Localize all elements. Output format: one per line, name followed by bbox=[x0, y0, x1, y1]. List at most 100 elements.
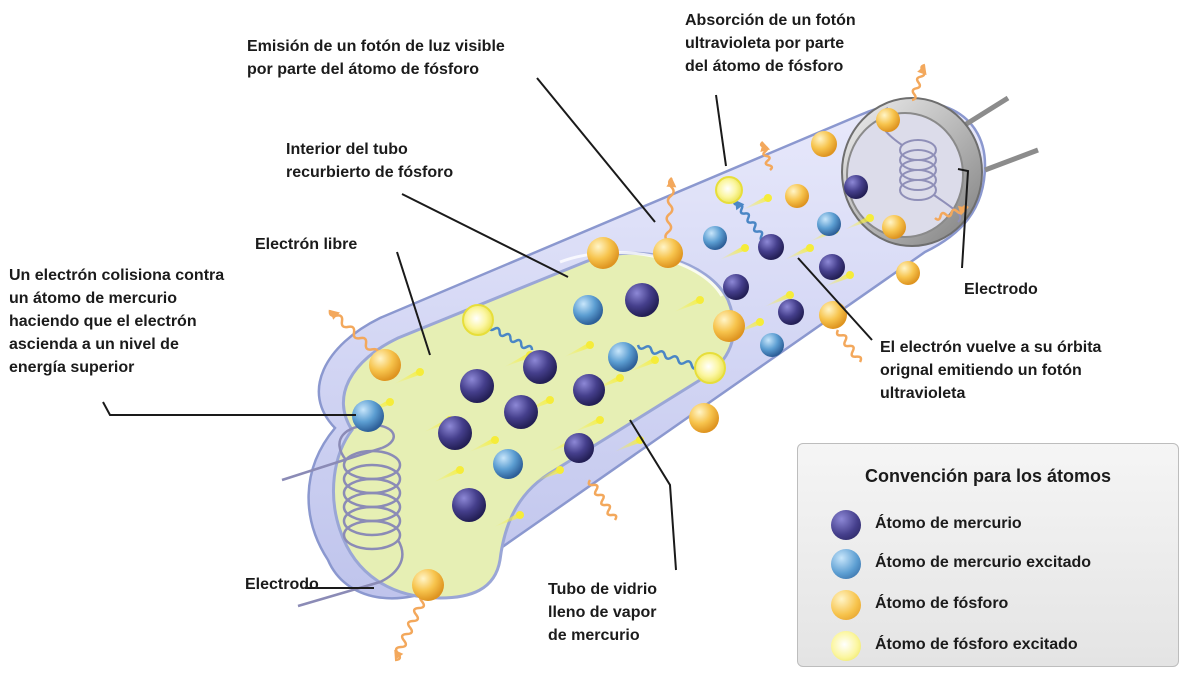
phosphor-atom bbox=[882, 215, 906, 239]
electron-beam bbox=[674, 297, 702, 312]
electron bbox=[806, 244, 814, 252]
electron bbox=[616, 374, 624, 382]
phosphor-atom bbox=[876, 108, 900, 132]
photon-wave bbox=[835, 329, 863, 363]
label-line: Interior del tubo bbox=[286, 141, 408, 158]
electron-beam bbox=[494, 512, 522, 527]
phosphor-atom bbox=[713, 310, 745, 342]
photon-arrow bbox=[760, 142, 771, 152]
electron bbox=[516, 511, 524, 519]
electron-beam bbox=[764, 292, 792, 307]
excited-mercury-atom-icon bbox=[831, 549, 861, 579]
right-end-cap bbox=[841, 95, 1039, 247]
electron bbox=[386, 398, 394, 406]
label-line: Tubo de vidrio bbox=[548, 581, 658, 598]
electron bbox=[651, 356, 659, 364]
label-line: haciendo que el electrón bbox=[9, 313, 197, 330]
excited-mercury-atom bbox=[760, 333, 784, 357]
phosphor-atom-icon bbox=[831, 590, 861, 620]
excited-mercury-atom bbox=[703, 226, 727, 250]
electron bbox=[491, 436, 499, 444]
photon-arrow bbox=[735, 200, 745, 211]
phosphor-atom bbox=[412, 569, 444, 601]
mercury-atom bbox=[523, 350, 557, 384]
electron-beam bbox=[784, 245, 812, 260]
electron bbox=[456, 466, 464, 474]
label-electron-libre: Electrón libre bbox=[255, 233, 357, 256]
legend-item-label: Átomo de fósforo excitado bbox=[875, 636, 1078, 653]
label-line: un átomo de mercurio bbox=[9, 290, 178, 307]
label-orbita: El electrón vuelve a su órbita orignal em… bbox=[880, 336, 1101, 405]
mercury-atom bbox=[564, 433, 594, 463]
label-line: Un electrón colisiona contra bbox=[9, 267, 225, 284]
label-line: Emisión de un fotón de luz visible bbox=[247, 38, 505, 55]
excited-mercury-atom bbox=[573, 295, 603, 325]
electron bbox=[596, 416, 604, 424]
excited-phosphor-atom bbox=[715, 176, 743, 204]
mercury-atom bbox=[758, 234, 784, 260]
excited-phosphor-atom bbox=[694, 352, 726, 384]
label-line: lleno de vapor bbox=[548, 604, 657, 621]
electron-beam bbox=[564, 342, 592, 357]
electron-beam bbox=[434, 467, 462, 482]
photon-arrow bbox=[394, 649, 404, 660]
phosphor-atom bbox=[896, 261, 920, 285]
electron bbox=[741, 244, 749, 252]
label-line: del átomo de fósforo bbox=[685, 58, 844, 75]
legend-title: Convención para los átomos bbox=[864, 466, 1112, 486]
label-line: Electrón libre bbox=[255, 236, 358, 253]
electron bbox=[786, 291, 794, 299]
legend-item-label: Átomo de mercurio bbox=[875, 515, 1022, 532]
photon-arrow bbox=[330, 310, 340, 320]
legend-item-label: Átomo de mercurio excitado bbox=[875, 554, 1092, 571]
electron-beam bbox=[574, 417, 602, 432]
label-line: por parte del átomo de fósforo bbox=[247, 61, 480, 78]
electron-beam bbox=[824, 272, 852, 287]
excited-phosphor-atom-icon bbox=[831, 631, 861, 661]
mercury-atom bbox=[460, 369, 494, 403]
electron-beam bbox=[504, 352, 532, 367]
mercury-atom bbox=[438, 416, 472, 450]
label-line: Absorción de un fotón bbox=[685, 12, 856, 29]
leader-lines bbox=[102, 77, 970, 589]
electron bbox=[696, 296, 704, 304]
label-colision: Un electrón colisiona contra un átomo de … bbox=[9, 264, 224, 379]
electron bbox=[846, 271, 854, 279]
excited-mercury-atom bbox=[493, 449, 523, 479]
phosphor-atom bbox=[811, 131, 837, 157]
electron bbox=[586, 341, 594, 349]
photon-wave bbox=[394, 593, 426, 662]
excited-mercury-atom bbox=[608, 342, 638, 372]
excited-phosphor-atom bbox=[462, 304, 494, 336]
electron-beam bbox=[629, 357, 657, 372]
mercury-atom bbox=[819, 254, 845, 280]
label-emision-foton: Emisión de un fotón de luz visible por pa… bbox=[247, 35, 505, 81]
phosphor-atom bbox=[369, 349, 401, 381]
label-line: El electrón vuelve a su órbita bbox=[880, 339, 1102, 356]
phosphor-atom bbox=[689, 403, 719, 433]
mercury-atom bbox=[844, 175, 868, 199]
phosphor-interior bbox=[332, 251, 736, 600]
photon-wave bbox=[587, 479, 618, 521]
legend-box: Convención para los átomos Átomo de merc… bbox=[797, 443, 1179, 667]
electron-beam bbox=[469, 437, 497, 452]
mercury-atom bbox=[452, 488, 486, 522]
label-line: Electrodo bbox=[245, 576, 319, 593]
electron bbox=[416, 368, 424, 376]
electron-beam bbox=[614, 437, 642, 452]
label-line: orignal emitiendo un fotón bbox=[880, 362, 1082, 379]
phosphor-atom bbox=[819, 301, 847, 329]
atoms-layer bbox=[352, 108, 920, 601]
photon-arrow bbox=[917, 65, 927, 76]
mercury-atom bbox=[573, 374, 605, 406]
phosphor-atom bbox=[587, 237, 619, 269]
label-line: ascienda a un nivel de bbox=[9, 336, 179, 353]
label-electrodo-derecho: Electrodo bbox=[964, 278, 1038, 301]
mercury-atom bbox=[723, 274, 749, 300]
excited-mercury-atom bbox=[817, 212, 841, 236]
electron bbox=[764, 194, 772, 202]
